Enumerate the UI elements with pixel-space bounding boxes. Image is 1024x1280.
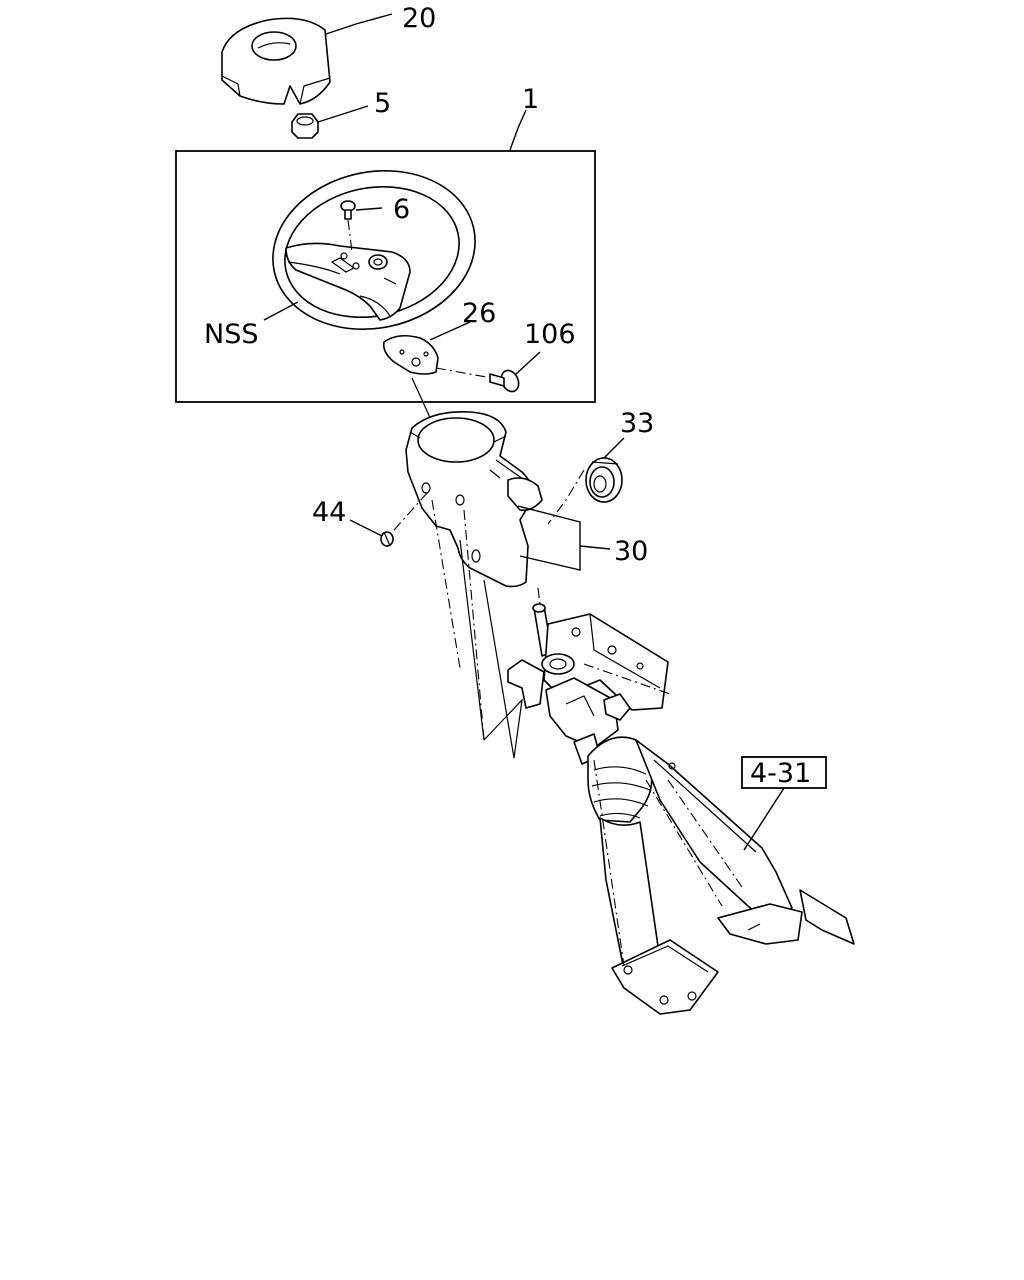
- callout-106: 106: [524, 319, 576, 350]
- callout-26: 26: [462, 298, 496, 329]
- steering-wheel: [272, 170, 476, 330]
- callout-1: 1: [522, 84, 539, 115]
- column-cover-screw: [380, 531, 394, 547]
- callout-20: 20: [402, 3, 436, 34]
- callout-44: 44: [312, 497, 346, 528]
- callout-reference-4-31: 4-31: [750, 758, 811, 789]
- horn-pad-cover: [221, 17, 331, 105]
- combination-switch-bushing: [585, 457, 623, 503]
- callout-30: 30: [614, 536, 648, 567]
- steering-column: [507, 603, 855, 1015]
- steering-column-cover: [405, 411, 543, 588]
- callout-33: 33: [620, 408, 654, 439]
- callout-5: 5: [374, 88, 391, 119]
- steering-wheel-screw: [340, 200, 356, 220]
- steering-wheel-assembly-frame: [175, 150, 596, 403]
- horn-plate-bolt: [489, 369, 520, 393]
- callout-nss: NSS: [204, 319, 258, 350]
- callout-6: 6: [393, 194, 410, 225]
- steering-nut: [291, 113, 319, 139]
- horn-contact-plate: [382, 334, 439, 375]
